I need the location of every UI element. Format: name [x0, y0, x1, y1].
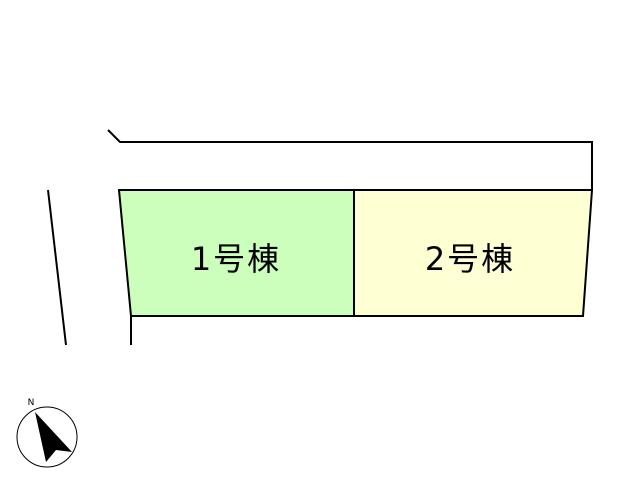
lot-1-label: 1号棟: [191, 240, 281, 278]
lot-1: 1号棟: [117, 189, 355, 317]
boundary-lines: [47, 129, 593, 346]
compass-ring: [16, 406, 78, 468]
lot-2-label: 2号棟: [425, 240, 515, 278]
west-road-line: [47, 189, 67, 346]
compass-north-letter: N: [28, 398, 35, 408]
compass-pointer: [35, 412, 72, 462]
north-boundary-line: [107, 129, 593, 190]
lot-2-area: [353, 189, 594, 317]
north-arrow-icon: N: [16, 398, 78, 468]
lot-2: 2号棟: [353, 189, 594, 317]
